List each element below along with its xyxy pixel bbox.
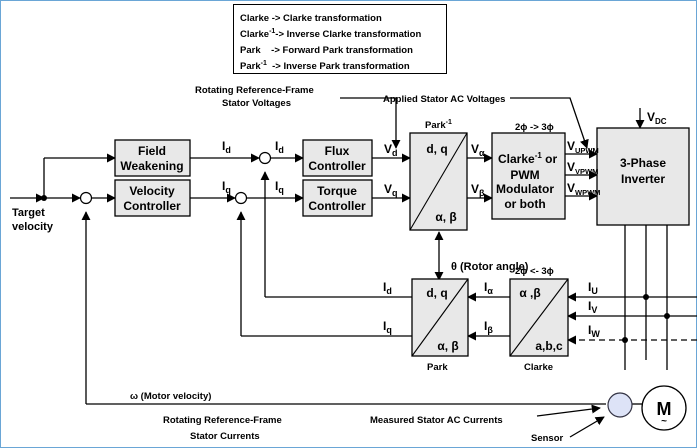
vdc-label: VDC: [647, 110, 667, 126]
flux-controller-label: Controller: [308, 159, 366, 173]
sensor-label: Sensor: [531, 433, 564, 444]
rot-currents-label: Rotating Reference-Frame: [163, 415, 282, 426]
theta-label: θ (Rotor angle): [451, 261, 529, 273]
park-caption: Park: [427, 362, 448, 373]
motor-tilde: ~: [661, 416, 667, 427]
clarke-caption: Clarke: [524, 362, 553, 373]
iw-label: IW: [588, 323, 600, 339]
ibeta-label: Iβ: [484, 319, 493, 335]
legend-row: Park-1 -> Inverse Park transformation: [240, 60, 410, 73]
iq-ref-label: Iq: [222, 179, 231, 195]
rot-voltages-label: Rotating Reference-Frame: [195, 85, 314, 96]
modulator-block: [491, 132, 566, 220]
velocity-controller-label: Velocity: [129, 184, 175, 198]
legend-row: Clarke-1-> Inverse Clarke transformation: [240, 28, 422, 41]
vw-label: VWPWM: [567, 181, 600, 197]
id-ref-label: Id: [222, 139, 231, 155]
target-velocity-label: velocity: [12, 221, 54, 233]
vd-label: Vd: [384, 142, 398, 158]
vbeta-label: Vβ: [471, 182, 485, 198]
field-weakening-label: Field: [138, 144, 166, 158]
rot-currents-label: Stator Currents: [190, 431, 260, 442]
vu-label: VUPWM: [567, 139, 599, 155]
inverter-label: Inverter: [621, 172, 665, 186]
motor-symbol: [641, 385, 687, 431]
iq-sum-junction: [234, 191, 248, 205]
id-feedback-label: Id: [383, 280, 392, 296]
inv-park-top-label: d, q: [426, 142, 447, 156]
motor-label: M: [657, 399, 672, 419]
measured-currents-label: Measured Stator AC Currents: [370, 415, 503, 426]
ialpha-label: Iα: [484, 280, 493, 296]
field-weakening-block: [114, 139, 191, 177]
vq-label: Vq: [384, 182, 398, 198]
legend-box: Clarke -> Clarke transformation Clarke-1…: [233, 4, 447, 74]
three-to-two-label: 2ϕ <- 3ϕ: [515, 266, 554, 277]
modulator-label: Modulator: [496, 182, 554, 196]
inv-park-bottom-label: α, β: [435, 210, 456, 224]
modulator-label: Clarke-1 or: [498, 151, 557, 166]
omega-label: ω (Motor velocity): [130, 391, 211, 402]
iv-label: IV: [588, 299, 597, 315]
id-sum-junction: [258, 151, 272, 165]
inverter-block: [596, 127, 690, 226]
torque-controller-block: [302, 179, 373, 217]
velocity-controller-block: [114, 179, 191, 217]
park-bottom-label: α, β: [437, 339, 458, 353]
two-to-three-label: 2ϕ -> 3ϕ: [515, 122, 554, 133]
torque-controller-label: Torque: [317, 184, 357, 198]
velocity-sum-junction: [79, 191, 93, 205]
legend-row: Park -> Forward Park transformation: [240, 45, 413, 57]
iq-label: Iq: [275, 179, 284, 195]
iu-label: IU: [588, 280, 598, 296]
torque-controller-label: Controller: [308, 199, 366, 213]
velocity-controller-label: Controller: [123, 199, 181, 213]
vv-label: VVPWM: [567, 160, 598, 176]
clarke-bottom-label: a,b,c: [535, 339, 563, 353]
flux-controller-block: [302, 139, 373, 177]
sensor-symbol: [607, 392, 633, 418]
flux-controller-label: Flux: [325, 144, 350, 158]
id-label: Id: [275, 139, 284, 155]
target-velocity-label: Target: [12, 207, 45, 219]
park-top-label: d, q: [426, 286, 447, 300]
applied-voltages-label: Applied Stator AC Voltages: [383, 94, 505, 105]
park-inv-title: Park-1: [425, 119, 452, 131]
clarke-top-label: α ,β: [519, 286, 540, 300]
legend-row: Clarke -> Clarke transformation: [240, 13, 382, 25]
field-weakening-label: Weakening: [120, 159, 183, 173]
valpha-label: Vα: [471, 142, 485, 158]
rot-voltages-label: Stator Voltages: [222, 98, 291, 109]
inverter-label: 3-Phase: [620, 156, 666, 170]
iq-feedback-label: Iq: [383, 319, 392, 335]
modulator-label: or both: [504, 197, 545, 211]
modulator-label: PWM: [510, 168, 539, 182]
